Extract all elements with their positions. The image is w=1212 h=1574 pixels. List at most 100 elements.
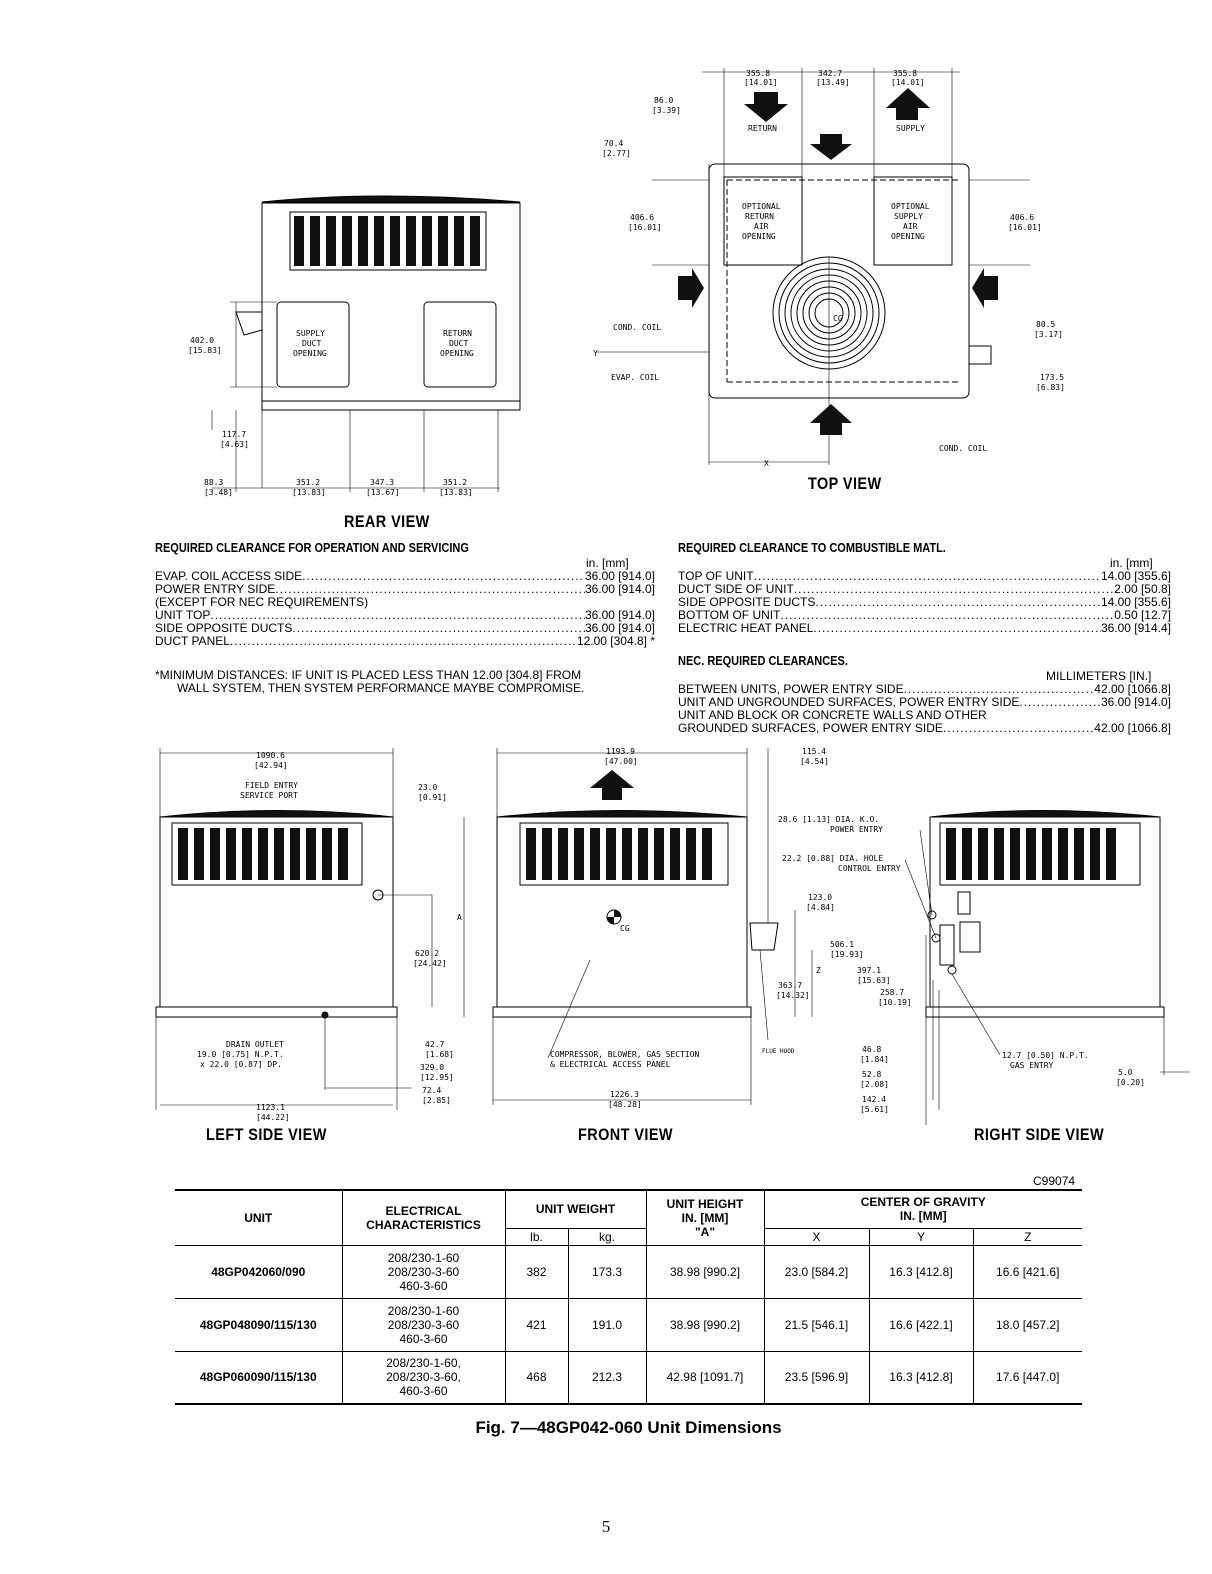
clearance-label: UNIT AND BLOCK OR CONCRETE WALLS AND OTH… xyxy=(678,708,987,722)
cell-kg: 191.0 xyxy=(567,1297,646,1351)
front-d2: 115.4 xyxy=(802,747,826,756)
rear-dim-b3b: [13.67] xyxy=(366,488,400,497)
power-entry-1: 28.6 [1.13] DIA. K.O. xyxy=(778,815,879,824)
cond-coil-label-2: COND. COIL xyxy=(939,444,987,453)
right-side-view-drawing xyxy=(904,810,1190,1125)
clearance-value: 36.00 [914.4] xyxy=(1100,621,1171,635)
right-d4: 46.8 xyxy=(862,1045,881,1054)
rear-dim-b2: 351.2 xyxy=(296,478,320,487)
clearance-row: SIDE OPPOSITE DUCTS.....................… xyxy=(155,622,655,635)
right-louvers xyxy=(946,828,1116,880)
left-d3: 620.2 xyxy=(415,949,439,958)
dot-leader: ........................................… xyxy=(813,622,1101,635)
dot-leader: ........................................… xyxy=(815,596,1101,609)
dot-leader: ........................................… xyxy=(903,683,1095,696)
control-entry-1: 22.2 [0.88] DIA. HOLE xyxy=(782,854,883,863)
opt-return-4: OPENING xyxy=(742,232,776,241)
elec-line: 208/230-1-60 xyxy=(387,1250,460,1265)
dot-leader: ........................................… xyxy=(753,570,1101,583)
compressor-1: COMPRESSOR, BLOWER, GAS SECTION xyxy=(550,1050,699,1059)
drawing-code: C99074 xyxy=(1033,1174,1076,1188)
top-d8: 80.5 xyxy=(1036,320,1055,329)
clearance-row: UNIT AND UNGROUNDED SURFACES, POWER ENTR… xyxy=(678,696,1171,709)
elec-line: 208/230-1-60 xyxy=(387,1303,460,1318)
cell-height: 38.98 [990.2] xyxy=(645,1244,764,1298)
top-d4b: [3.39] xyxy=(652,106,681,115)
top-d6b: [16.01] xyxy=(628,223,662,232)
clearance-row: BOTTOM OF UNIT..........................… xyxy=(678,609,1171,622)
clearance-row: UNIT TOP................................… xyxy=(155,609,655,622)
clearance-label: ELECTRIC HEAT PANEL xyxy=(678,621,814,635)
field-entry-1: FIELD ENTRY xyxy=(245,781,298,790)
return-duct-label-3: OPENING xyxy=(440,349,474,358)
cell-unit: 48GP048090/115/130 xyxy=(175,1297,342,1351)
opt-supply-3: AIR xyxy=(903,222,918,231)
dot-leader: ........................................… xyxy=(780,609,1115,622)
clearance-label: SIDE OPPOSITE DUCTS xyxy=(678,595,816,609)
supply-duct-label-1: SUPPLY xyxy=(296,329,325,338)
top-view-drawing xyxy=(596,68,1030,465)
clearance-note-2: WALL SYSTEM, THEN SYSTEM PERFORMANCE MAY… xyxy=(177,681,585,695)
top-d3b: [14.01] xyxy=(891,78,925,87)
dot-leader: ........................................… xyxy=(275,583,585,596)
drain-3: x 22.0 [0.87] DP. xyxy=(200,1060,282,1069)
cell-x: 21.5 [546.1] xyxy=(763,1297,869,1351)
top-d2b: [13.49] xyxy=(816,78,850,87)
clearance-value: 42.00 [1066.8] xyxy=(1094,721,1171,735)
left-d4: 42.7 xyxy=(425,1040,444,1049)
opt-supply-1: OPTIONAL xyxy=(891,202,930,211)
front-d1: 1193.9 xyxy=(606,747,635,756)
elec-line: 208/230-3-60 xyxy=(387,1317,460,1332)
right-d3b: [10.19] xyxy=(878,998,912,1007)
rear-louvers xyxy=(294,216,480,266)
rear-dim-h2: 117.7 xyxy=(222,430,246,439)
right-side-view-title: RIGHT SIDE VIEW xyxy=(974,1125,1105,1144)
top-d7: 406.6 xyxy=(1010,213,1034,222)
elec-line: 208/230-3-60, xyxy=(386,1370,461,1385)
right-d7: 5.0 xyxy=(1118,1068,1133,1077)
x-label: X xyxy=(764,459,769,468)
front-d5b: [48.28] xyxy=(608,1100,642,1109)
elec-line: 460-3-60 xyxy=(399,1331,448,1346)
header-weight: UNIT WEIGHT xyxy=(504,1191,646,1228)
right-side-text: 28.6 [1.13] DIA. K.O. POWER ENTRY 22.2 [… xyxy=(778,815,1145,1114)
left-d5b: [12.95] xyxy=(420,1073,454,1082)
opt-supply-2: SUPPLY xyxy=(894,212,923,221)
clearance-label: SIDE OPPOSITE DUCTS xyxy=(155,621,293,635)
top-d4: 86.0 xyxy=(654,96,673,105)
right-d6b: [5.61] xyxy=(860,1105,889,1114)
clearance-row: SIDE OPPOSITE DUCTS.....................… xyxy=(678,596,1171,609)
clearance-value: 14.00 [355.6] xyxy=(1100,569,1171,583)
a-label: A xyxy=(457,913,462,922)
right-d2b: [15.63] xyxy=(857,976,891,985)
cond-coil-label: COND. COIL xyxy=(613,323,661,332)
header-y: Y xyxy=(868,1228,973,1245)
rear-dim-h1: 402.0 xyxy=(190,336,214,345)
header-unit: UNIT xyxy=(244,1210,273,1225)
cell-z: 16.6 [421.6] xyxy=(972,1244,1082,1298)
clearance-value: 0.50 [12.7] xyxy=(1114,608,1171,622)
clearance-combustible-units: in. [mm] xyxy=(1110,556,1153,570)
right-d6: 142.4 xyxy=(862,1095,886,1104)
header-kg: kg. xyxy=(567,1227,646,1245)
control-entry-2: CONTROL ENTRY xyxy=(838,864,901,873)
opt-return-1: OPTIONAL xyxy=(742,202,781,211)
left-d5: 329.0 xyxy=(420,1063,444,1072)
supply-duct-label-3: OPENING xyxy=(293,349,327,358)
left-louvers xyxy=(178,828,348,880)
opt-return-3: AIR xyxy=(754,222,769,231)
drain-1: DRAIN OUTLET xyxy=(226,1040,284,1049)
clearance-row: GROUNDED SURFACES, POWER ENTRY SIDE.....… xyxy=(678,722,1171,735)
cell-unit: 48GP060090/115/130 xyxy=(175,1350,342,1404)
top-d5b: [2.77] xyxy=(602,149,631,158)
left-d1b: [42.94] xyxy=(254,761,288,770)
cell-x: 23.0 [584.2] xyxy=(763,1244,869,1298)
clearance-row: DUCT PANEL..............................… xyxy=(155,635,655,648)
dot-leader: ........................................… xyxy=(292,622,585,635)
gas-entry-1: 12.7 [0.50] N.P.T. xyxy=(1002,1051,1089,1060)
